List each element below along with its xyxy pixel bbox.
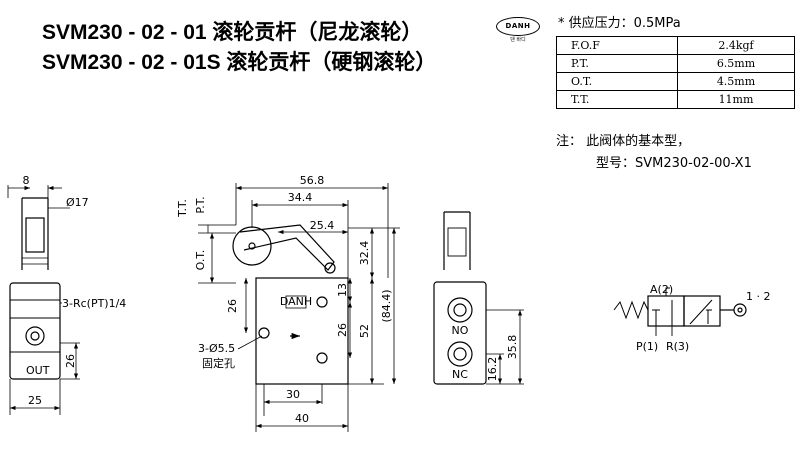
nc-port-inner bbox=[453, 347, 467, 361]
label-26-left-view: 26 bbox=[64, 354, 77, 368]
nc-port bbox=[447, 341, 473, 367]
label-568: 56.8 bbox=[300, 174, 325, 187]
valve-box-right bbox=[683, 295, 721, 327]
valve-symbol bbox=[613, 287, 747, 336]
brand-plate bbox=[285, 295, 307, 309]
danh-logo: DANH 댄 바디 bbox=[496, 17, 540, 45]
roller-lever bbox=[239, 224, 335, 271]
label-r3: R(3) bbox=[666, 340, 689, 353]
label-a2: A(2) bbox=[650, 283, 673, 296]
supply-pressure-note: * 供应压力：0.5MPa bbox=[558, 16, 681, 31]
label-26-front-left: 26 bbox=[226, 299, 239, 313]
mount-hole-left bbox=[258, 327, 270, 339]
label-13: 13 bbox=[336, 283, 349, 297]
roller-side bbox=[25, 217, 45, 253]
label-nc: NC bbox=[452, 368, 468, 381]
label-344: 34.4 bbox=[288, 191, 313, 204]
label-diameter: Ø17 bbox=[66, 196, 89, 209]
label-port: 3-Rc(PT)1/4 bbox=[62, 297, 126, 310]
label-162: 16.2 bbox=[486, 357, 499, 382]
hole-leader bbox=[237, 335, 263, 350]
ext-344 bbox=[251, 200, 349, 278]
side-lever bbox=[443, 211, 471, 270]
remark-line-2: 型号：SVM230-02-00-X1 bbox=[596, 156, 752, 171]
body-lines bbox=[10, 299, 60, 353]
mount-hole-top bbox=[316, 296, 328, 308]
title-line-2: SVM230 - 02 - 01S 滚轮贡杆（硬钢滚轮） bbox=[42, 51, 437, 74]
lever-pivot bbox=[324, 262, 336, 274]
label-hole: 3-Ø5.5 bbox=[198, 342, 235, 355]
side-view bbox=[433, 211, 524, 385]
label-254: 25.4 bbox=[310, 219, 335, 232]
label-ot: O.T. bbox=[194, 250, 207, 271]
label-ports: 1 · 2 bbox=[746, 290, 771, 303]
side-body bbox=[433, 281, 487, 385]
label-no: NO bbox=[452, 324, 469, 337]
box-left-flow bbox=[652, 300, 673, 326]
label-26-front-right: 26 bbox=[336, 323, 349, 337]
port-circle bbox=[25, 326, 45, 346]
spec-key: T.T. bbox=[556, 90, 678, 109]
label-p1: P(1) bbox=[636, 340, 658, 353]
logo-mark: DANH bbox=[496, 17, 540, 36]
label-brand-plate: DANH bbox=[280, 295, 312, 308]
spring-symbol bbox=[613, 300, 649, 320]
front-body bbox=[255, 277, 349, 385]
port-inner bbox=[30, 331, 40, 341]
bracket-lines bbox=[22, 257, 48, 265]
logo-subtext: 댄 바디 bbox=[510, 37, 526, 43]
travel-ext-lines bbox=[198, 224, 236, 284]
label-25: 25 bbox=[28, 394, 42, 407]
spec-value: 11mm bbox=[677, 90, 795, 109]
roller-axle bbox=[248, 242, 256, 250]
label-30: 30 bbox=[286, 388, 300, 401]
valve-box-left bbox=[647, 295, 685, 327]
label-324: 32.4 bbox=[358, 241, 371, 266]
left-body bbox=[9, 282, 61, 380]
title-line-1: SVM230 - 02 - 01 滚轮贡杆（尼龙滚轮） bbox=[42, 21, 423, 44]
side-roller bbox=[447, 227, 467, 257]
label-40: 40 bbox=[295, 412, 309, 425]
roller bbox=[232, 226, 272, 266]
label-52: 52 bbox=[358, 324, 371, 338]
label-tt: T.T. bbox=[176, 199, 189, 218]
roller-symbol bbox=[733, 303, 747, 317]
remark-line-1: 注： 此阀体的基本型， bbox=[556, 134, 691, 149]
box-right-flow bbox=[689, 299, 713, 325]
roller-symbol-center bbox=[737, 307, 743, 313]
label-844: (84.4) bbox=[380, 289, 393, 322]
label-pt: P.T. bbox=[194, 196, 207, 213]
no-port-inner bbox=[453, 303, 467, 317]
left-view bbox=[7, 185, 80, 415]
label-358: 35.8 bbox=[506, 335, 519, 360]
mount-hole-bottom bbox=[316, 352, 328, 364]
spec-key: P.T. bbox=[556, 54, 678, 73]
label-out: OUT bbox=[26, 364, 50, 377]
port-stubs bbox=[655, 287, 673, 336]
label-8: 8 bbox=[23, 174, 30, 187]
no-port bbox=[447, 297, 473, 323]
spec-row: T.T.11mm bbox=[556, 90, 795, 109]
front-view bbox=[198, 183, 400, 432]
label-hole-note: 固定孔 bbox=[202, 356, 235, 370]
spec-row: O.T.4.5mm bbox=[556, 72, 795, 91]
